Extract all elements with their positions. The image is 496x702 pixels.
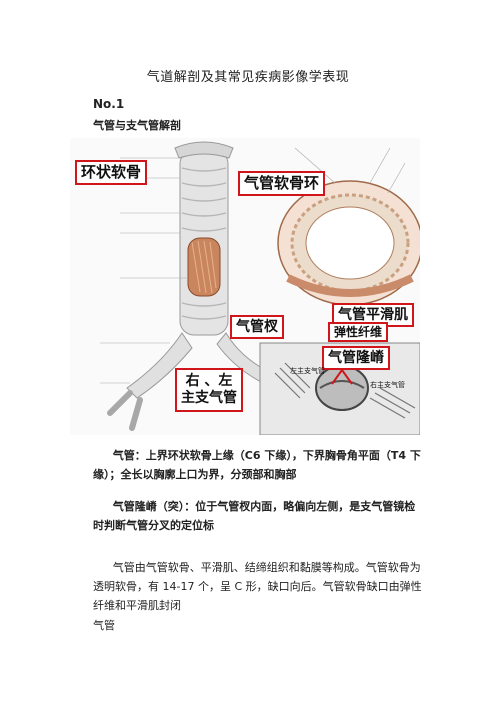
paragraph-carina: 气管隆嵴（突）：位于气管杈内面，略偏向左侧，是支气管镜检时判断气管分叉的定位标 <box>93 500 416 532</box>
callout-main-bronchi-line1: 右 、左 <box>185 373 233 389</box>
callout-carina: 气管隆嵴 <box>322 346 390 370</box>
callout-main-bronchi: 右 、左 主支气管 <box>175 368 243 412</box>
paragraph-trachea-heading: 气管 <box>93 619 115 632</box>
callout-elastic-fiber: 弹性纤维 <box>328 322 389 342</box>
anatomy-figure: 环状软骨 气管软骨环 气管杈 气管平滑肌 弹性纤维 右 、左 主支气管 气管隆嵴… <box>70 138 420 435</box>
callout-cricoid-cartilage: 环状软骨 <box>75 160 148 185</box>
section-subheading: 气管与支气管解剖 <box>93 119 181 132</box>
callout-tracheal-ring: 气管软骨环 <box>238 171 326 196</box>
callout-carina-bifurcation: 气管杈 <box>230 315 284 339</box>
section-number: No.1 <box>93 97 125 111</box>
inset-label-right-main-bronchus: 右主支气管 <box>370 381 405 389</box>
inset-label-left-main-bronchus: 左主支气管 <box>290 367 325 375</box>
paragraph-trachea-bounds: 气管：上界环状软骨上缘（C6 下缘），下界胸骨角平面（T4 下缘）；全长以胸廓上… <box>93 449 421 481</box>
paragraph-trachea-structure: 气管由气管软骨、平滑肌、结缔组织和黏膜等构成。气管软骨为透明软骨，有 14-17… <box>93 561 422 612</box>
callout-main-bronchi-line2: 主支气管 <box>181 389 237 406</box>
page-title: 气道解剖及其常见疾病影像学表现 <box>146 70 350 85</box>
